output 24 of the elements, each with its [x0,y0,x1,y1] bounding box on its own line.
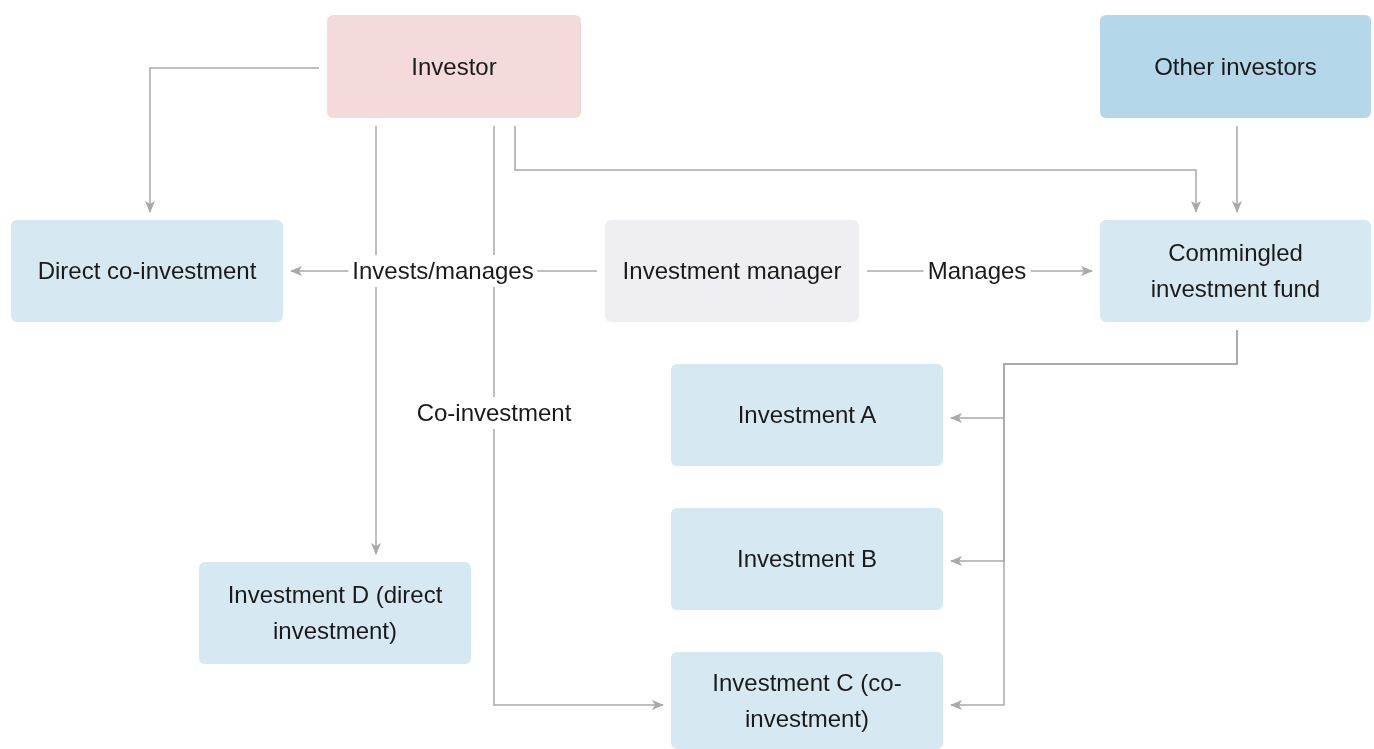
node-text: Investor [411,51,497,82]
arrow [493,125,664,710]
node-text: Investment C (co-investment) [711,667,903,734]
edge-label: Invests/manages [348,255,538,287]
node-text: Commingled investment fund [1149,238,1322,304]
node-text: Other investors [1154,51,1317,82]
node-text: Investment manager [622,256,842,286]
arrow [950,329,1238,710]
arrow [514,125,1201,213]
process-box [11,220,283,322]
arrow [1232,125,1242,213]
node-text: Direct co-investment [37,256,257,286]
process-box [671,508,943,610]
process-box [1100,15,1371,118]
process-box [199,562,471,664]
arrow [371,125,381,555]
process-box [327,15,581,118]
node-text: Investment B [736,544,878,574]
process-box [671,364,943,466]
arrow [145,67,320,213]
process-box [1100,220,1371,322]
node-text: Investment A [737,400,877,430]
process-box [671,652,943,749]
node-text: Investment D (direct investment) [226,580,444,646]
